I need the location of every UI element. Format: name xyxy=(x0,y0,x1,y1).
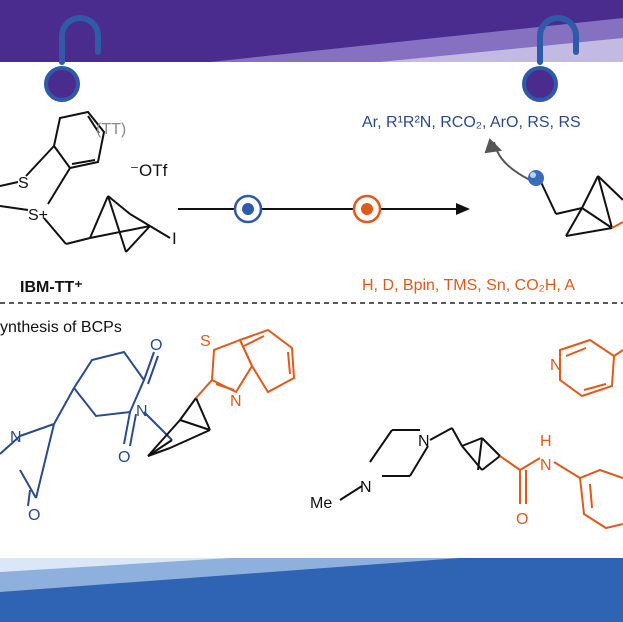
mol2-methyl: Me xyxy=(310,495,332,512)
molecule-2-amide xyxy=(499,455,581,504)
arrow-right-icon xyxy=(456,203,470,215)
nucleophile-list: Ar, R¹R²N, RCO₂, ArO, RS, RS xyxy=(362,114,581,131)
mol2-nh: N xyxy=(540,457,552,474)
molecule-2-piperazine xyxy=(339,427,501,501)
molecule-2-pyridine xyxy=(559,338,623,398)
iodine-label: I xyxy=(172,229,177,248)
molecule-1 xyxy=(0,350,173,507)
mol2-h: H xyxy=(540,433,552,450)
reaction-arrow xyxy=(178,194,470,224)
circle-dot-icon xyxy=(233,194,263,224)
molecule-1-bcp xyxy=(147,397,211,457)
mol2-n-left: N xyxy=(360,479,372,496)
benzothiazole xyxy=(195,328,296,399)
mol2-o: O xyxy=(516,511,528,528)
mol1-s: S xyxy=(200,333,211,350)
sulfonium-label: S+ xyxy=(28,207,48,224)
product-structure xyxy=(484,138,623,237)
substituent-list: H, D, Bpin, TMS, Sn, CO₂H, A xyxy=(362,277,575,294)
molecule-2-phenyl xyxy=(578,468,623,530)
circle-dot-icon xyxy=(352,194,382,224)
section-title: ynthesis of BCPs xyxy=(0,319,122,336)
mol2-pyridine-n: N xyxy=(550,357,562,374)
tt-label: (TT) xyxy=(96,121,126,138)
reagent-name: IBM-TT⁺ xyxy=(20,279,83,296)
top-header-band xyxy=(0,0,623,62)
mol1-n-imide: N xyxy=(136,403,148,420)
sulfur-label: S xyxy=(18,175,29,192)
mol1-o-bottom: O xyxy=(28,507,40,524)
bottom-footer-band xyxy=(0,558,623,622)
binder-ring-icon xyxy=(44,15,101,102)
mol2-n-top: N xyxy=(418,433,430,450)
mol1-n-left: N xyxy=(10,429,22,446)
substituent-sphere-icon xyxy=(528,170,544,186)
mol1-o-mid: O xyxy=(118,449,130,466)
mol1-n-thiazole: N xyxy=(230,393,242,410)
triflate-label: ⁻OTf xyxy=(130,161,168,180)
mol1-o-top: O xyxy=(150,337,162,354)
binder-ring-icon xyxy=(522,15,579,102)
reagent-structure xyxy=(0,110,171,253)
